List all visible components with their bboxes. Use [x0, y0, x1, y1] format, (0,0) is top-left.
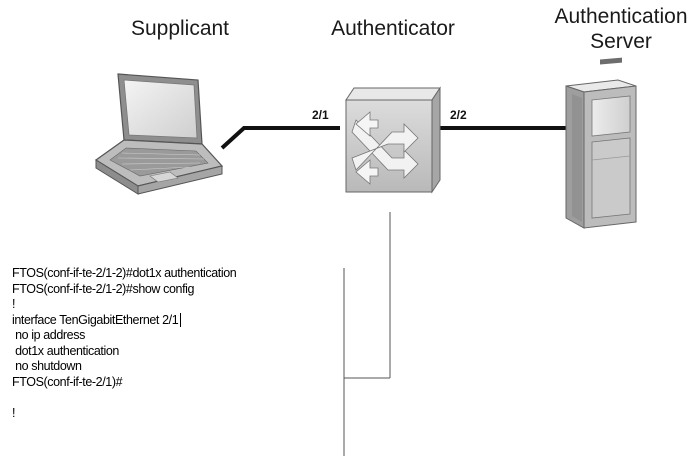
server-icon [565, 57, 637, 229]
cli-line: FTOS(conf-if-te-2/1-2)#dot1x authenticat… [12, 266, 237, 280]
authenticator-title: Authenticator [331, 17, 455, 40]
cli-line: ! [12, 297, 16, 311]
text-cursor [180, 312, 182, 327]
cli-line: ! [12, 405, 16, 420]
cli-line: FTOS(conf-if-te-2/1-2)#show config [12, 281, 195, 296]
link-supplicant-authenticator [220, 126, 340, 150]
cli-line: no ip address [12, 328, 85, 342]
switch-icon [345, 86, 441, 194]
port-label-2-2: 2/2 [450, 108, 467, 122]
cli-config-block: FTOS(conf-if-te-2/1-2)#dot1x authenticat… [12, 266, 237, 421]
server-title: Authentication Server [554, 5, 688, 53]
laptop-icon [94, 73, 224, 195]
port-label-2-1: 2/1 [312, 108, 329, 122]
supplicant-title: Supplicant [130, 17, 230, 40]
cli-leader-lines [343, 212, 391, 456]
cli-line [12, 390, 236, 406]
cli-line: no shutdown [12, 359, 82, 373]
cli-line: dot1x authentication [12, 343, 119, 358]
cli-line: FTOS(conf-if-te-2/1)# [12, 374, 123, 389]
cli-line: interface TenGigabitEthernet 2/1 [12, 312, 236, 329]
